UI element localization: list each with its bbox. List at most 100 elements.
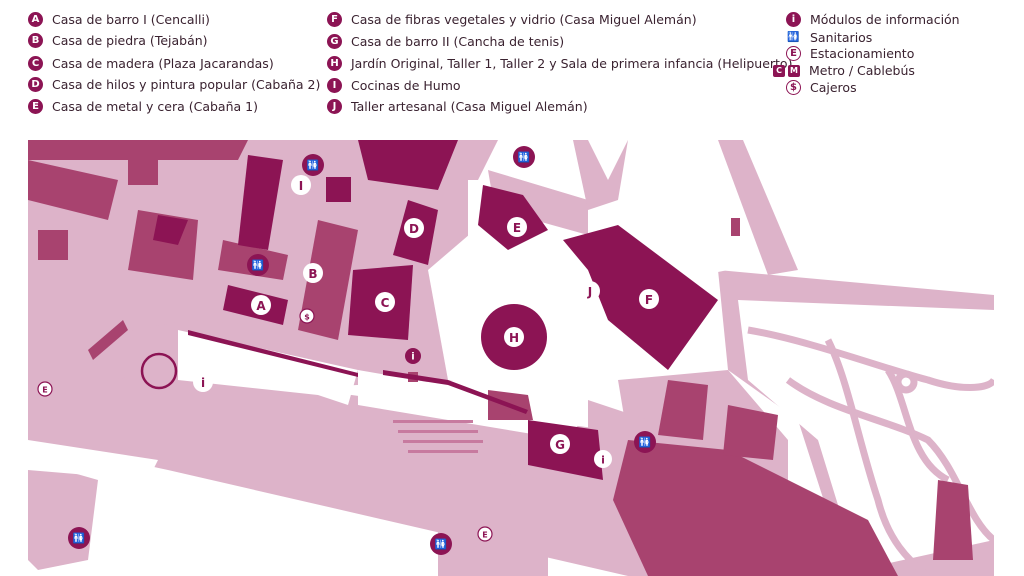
legend-label: Metro / Cablebús xyxy=(809,63,915,78)
legend-label: Jardín Original, Taller 1, Taller 2 y Sa… xyxy=(351,56,793,71)
campus-map[interactable]: A B C D E F G H I J i i i 🚻 🚻 🚻 🚻 🚻 🚻 $ … xyxy=(28,140,994,576)
marker-g[interactable]: G xyxy=(550,434,570,454)
legend-label: Casa de hilos y pintura popular (Cabaña … xyxy=(52,77,321,92)
legend-item-j: J Taller artesanal (Casa Miguel Alemán) xyxy=(327,99,588,114)
walkways xyxy=(188,330,528,414)
parking-marker[interactable]: E xyxy=(37,381,53,397)
building xyxy=(28,160,118,220)
legend-label: Taller artesanal (Casa Miguel Alemán) xyxy=(351,99,588,114)
legend-item-cash: $ Cajeros xyxy=(786,80,857,95)
info-marker[interactable]: i xyxy=(193,372,213,392)
parking-icon: E xyxy=(786,46,801,61)
open-space xyxy=(28,440,158,480)
marker-j[interactable]: J xyxy=(580,281,600,301)
marker-i[interactable]: I xyxy=(291,175,311,195)
path-area xyxy=(478,470,548,576)
building xyxy=(731,218,740,236)
walkway xyxy=(188,330,358,377)
buildings-secondary xyxy=(28,140,973,576)
parking-icon: E xyxy=(482,531,487,540)
marker-letter: E xyxy=(513,221,521,235)
marker-letter: C xyxy=(381,296,390,310)
parking-lot xyxy=(393,420,483,453)
garden-path xyxy=(824,338,931,576)
building xyxy=(88,320,128,360)
marker-f[interactable]: F xyxy=(639,289,659,309)
marker-badge: A xyxy=(28,12,43,27)
parking-row xyxy=(408,450,478,453)
parking-row xyxy=(393,420,473,423)
restroom-icon: 🚻 xyxy=(307,159,319,172)
legend-item-d: D Casa de hilos y pintura popular (Cabaña… xyxy=(28,77,320,92)
legend-label: Casa de barro I (Cencalli) xyxy=(52,12,210,27)
legend-label: Casa de madera (Plaza Jacarandas) xyxy=(52,56,274,71)
open-space xyxy=(677,209,709,241)
open-space xyxy=(738,300,994,570)
marker-letter: I xyxy=(299,179,303,193)
marker-badge: H xyxy=(327,56,342,71)
legend-item-parking: E Estacionamiento xyxy=(786,46,914,61)
restroom-marker[interactable]: 🚻 xyxy=(513,146,535,168)
marker-letter: D xyxy=(409,222,419,236)
metro-icon: M xyxy=(788,64,800,77)
open-space xyxy=(618,140,728,280)
map-canvas: A B C D E F G H I J i i i 🚻 🚻 🚻 🚻 🚻 🚻 $ … xyxy=(28,140,994,576)
open-space xyxy=(178,330,358,405)
garden-path xyxy=(785,377,994,543)
marker-badge: D xyxy=(28,77,43,92)
legend-label: Módulos de información xyxy=(810,12,960,27)
marker-a[interactable]: A xyxy=(251,295,271,315)
marker-d[interactable]: D xyxy=(404,218,424,238)
cash-icon: $ xyxy=(786,80,801,95)
parking-marker[interactable]: E xyxy=(477,526,493,542)
open-spaces xyxy=(28,140,994,570)
building xyxy=(238,155,283,250)
building xyxy=(298,220,358,340)
legend-item-a: A Casa de barro I (Cencalli) xyxy=(28,12,210,27)
building xyxy=(326,177,351,202)
restroom-marker[interactable]: 🚻 xyxy=(68,527,90,549)
marker-badge: B xyxy=(28,33,43,48)
building xyxy=(38,230,68,260)
marker-badge: J xyxy=(327,99,342,114)
path-area xyxy=(718,140,798,275)
building xyxy=(128,145,158,185)
legend-label: Sanitarios xyxy=(810,30,873,45)
restroom-marker[interactable]: 🚻 xyxy=(430,533,452,555)
legend-item-c: C Casa de madera (Plaza Jacarandas) xyxy=(28,56,274,71)
restroom-marker[interactable]: 🚻 xyxy=(247,254,269,276)
info-markers: i i i xyxy=(193,348,612,468)
garden-path xyxy=(885,368,950,484)
info-icon: i xyxy=(201,376,205,390)
legend-label: Casa de barro II (Cancha de tenis) xyxy=(351,34,565,49)
building xyxy=(658,380,708,440)
walkway xyxy=(383,370,528,414)
restroom-marker[interactable]: 🚻 xyxy=(634,431,656,453)
building xyxy=(723,405,778,460)
marker-b[interactable]: B xyxy=(303,263,323,283)
roundabout xyxy=(140,352,178,390)
marker-e[interactable]: E xyxy=(507,217,527,237)
legend-label: Estacionamiento xyxy=(810,46,915,61)
path-area xyxy=(28,460,98,570)
restroom-markers: 🚻 🚻 🚻 🚻 🚻 🚻 xyxy=(68,146,656,555)
cash-marker[interactable]: $ xyxy=(299,308,315,324)
restroom-marker[interactable]: 🚻 xyxy=(302,154,324,176)
legend-item-restroom: 🚻Sanitarios xyxy=(786,30,872,45)
marker-h[interactable]: H xyxy=(504,327,524,347)
marker-badge: E xyxy=(28,99,43,114)
restroom-icon: 🚻 xyxy=(639,436,651,449)
cash-icon: $ xyxy=(304,313,310,322)
open-space xyxy=(588,140,628,180)
info-marker[interactable]: i xyxy=(405,348,421,364)
parking-icon: E xyxy=(42,386,47,395)
garden-paths xyxy=(747,326,994,576)
info-marker[interactable]: i xyxy=(594,450,612,468)
marker-badge: C xyxy=(28,56,43,71)
marker-c[interactable]: C xyxy=(375,292,395,312)
info-icon: i xyxy=(411,352,414,363)
legend-label: Cajeros xyxy=(810,80,857,95)
